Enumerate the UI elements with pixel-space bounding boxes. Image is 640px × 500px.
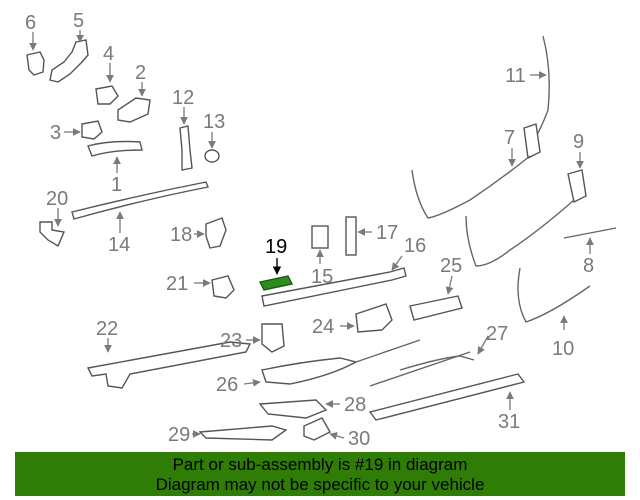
callout-9: 9 <box>573 131 584 153</box>
part-4[interactable]: 4 <box>95 43 119 105</box>
callout-17: 17 <box>376 222 398 244</box>
part-28[interactable]: 28 <box>258 394 366 419</box>
part-7[interactable]: 7 <box>411 123 541 219</box>
part-5[interactable]: 5 <box>49 10 89 83</box>
callout-28: 28 <box>344 394 366 416</box>
callout-27: 27 <box>486 323 508 345</box>
callout-24: 24 <box>312 316 334 338</box>
callout-20: 20 <box>46 188 68 210</box>
callout-25: 25 <box>440 255 462 277</box>
part-19-highlighted[interactable]: 19 <box>258 236 294 291</box>
part-10[interactable]: 10 <box>517 267 591 360</box>
callout-6: 6 <box>25 12 36 34</box>
part-16[interactable]: 16 <box>261 235 426 307</box>
part-24[interactable]: 24 <box>312 303 393 338</box>
callout-23: 23 <box>220 330 242 352</box>
callout-15: 15 <box>311 266 333 288</box>
part-30[interactable]: 30 <box>303 417 370 450</box>
part-14[interactable]: 14 <box>71 181 209 256</box>
part-15[interactable]: 15 <box>311 225 333 288</box>
callout-19: 19 <box>265 236 287 258</box>
callout-1: 1 <box>111 174 122 196</box>
callout-7: 7 <box>504 127 515 149</box>
callout-13: 13 <box>203 111 225 133</box>
callout-16: 16 <box>404 235 426 257</box>
part-21[interactable]: 21 <box>166 273 235 299</box>
part-13[interactable]: 13 <box>203 111 225 163</box>
part-20[interactable]: 20 <box>39 188 68 248</box>
callout-21: 21 <box>166 273 188 295</box>
part-31[interactable]: 31 <box>368 373 526 433</box>
part-23[interactable]: 23 <box>220 323 285 353</box>
part-26[interactable]: 26 <box>216 339 471 396</box>
callout-14: 14 <box>108 234 130 256</box>
callout-11: 11 <box>505 65 526 87</box>
callout-12: 12 <box>172 87 194 109</box>
callout-30: 30 <box>348 428 370 450</box>
part-1[interactable]: 1 <box>87 140 143 197</box>
part-29[interactable]: 29 <box>168 424 288 446</box>
callout-5: 5 <box>73 10 84 32</box>
callout-29: 29 <box>168 424 190 446</box>
part-25[interactable]: 25 <box>409 255 463 321</box>
part-6[interactable]: 6 <box>25 12 45 76</box>
part-18[interactable]: 18 <box>170 217 227 249</box>
part-17[interactable]: 17 <box>345 216 398 256</box>
callout-4: 4 <box>103 43 114 65</box>
callout-18: 18 <box>170 224 192 246</box>
banner-line-1: Part or sub-assembly is #19 in diagram <box>172 455 468 474</box>
part-2[interactable]: 2 <box>117 62 151 123</box>
part-8[interactable]: 8 <box>563 227 617 277</box>
part-22[interactable]: 22 <box>86 318 252 389</box>
callout-8: 8 <box>583 255 594 277</box>
banner-line-2: Diagram may not be specific to your vehi… <box>155 475 485 494</box>
callout-26: 26 <box>216 374 238 396</box>
parts-diagram: 6 5 4 2 3 1 12 13 14 <box>25 10 617 450</box>
callout-10: 10 <box>552 338 574 360</box>
info-banner: Part or sub-assembly is #19 in diagram D… <box>15 452 625 496</box>
part-3[interactable]: 3 <box>50 120 103 144</box>
callout-3: 3 <box>50 122 61 144</box>
callout-31: 31 <box>498 411 520 433</box>
callout-2: 2 <box>135 62 146 84</box>
part-12[interactable]: 12 <box>172 87 194 171</box>
part-9[interactable]: 9 <box>465 131 587 267</box>
part-27[interactable]: 27 <box>399 323 508 371</box>
callout-22: 22 <box>96 318 118 340</box>
